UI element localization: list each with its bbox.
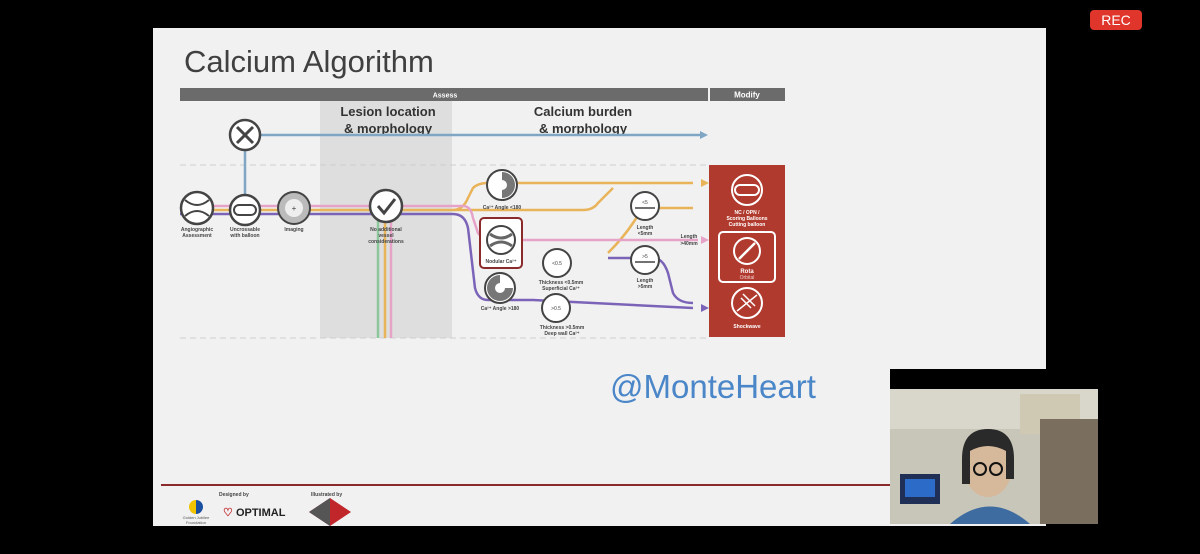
thick-label-1: Thickness >0.5mm [540,325,585,331]
calcium-heading-line1: Calcium burden [534,104,632,119]
len-40-label-2: >40mm [680,241,698,247]
webcam-video-feed[interactable] [890,369,1098,524]
slide-title: Calcium Algorithm [184,44,434,79]
len-long-inner: >5 [642,254,648,260]
orbital-label: Orbital [740,275,755,281]
optimal-logo: ♡ OPTIMAL [223,506,285,519]
checkmark-icon [368,188,404,224]
len-long-label-1: Length [637,278,654,284]
calcium-heading-line2: & morphology [539,121,628,136]
thickness-thick-icon [541,293,571,323]
noadd-label-3: considerations [368,239,404,245]
designed-by-label: Designed by [219,492,249,498]
length-long-icon [630,245,660,275]
modify-header-label: Modify [734,91,760,100]
twitter-handle: @MonteHeart [610,368,816,405]
nodular-label: Nodular Ca²⁺ [486,259,517,265]
nc-label-3: Cutting balloon [729,222,766,228]
thin-label-2: Superficial Ca²⁺ [542,286,580,292]
recording-indicator: REC [1090,10,1142,30]
len-long-label-2: >5mm [638,284,653,290]
thin-label-1: Thickness <0.5mm [539,280,584,286]
len-short-label-2: <5mm [638,231,653,237]
angio-label-2: Assessment [182,233,212,239]
len-short-label-1: Length [637,225,654,231]
nc-label-1: NC / OPN / [734,210,760,216]
calcium-algorithm-diagram: Assess Modify Lesion location & morpholo… [179,88,785,339]
noadd-label-2: vessel [378,233,394,239]
angle-gt180-label: Ca²⁺ Angle >180 [481,306,520,312]
presentation-slide: Calcium Algorithm Assess Modify Lesion l… [153,28,1046,526]
presenter-image [890,389,1098,524]
modify-header-bar [710,88,785,101]
assess-header-label: Assess [433,93,458,100]
thick-inner-label: >0.5 [551,306,561,312]
rota-label: Rota [740,269,754,275]
shockwave-label: Shockwave [733,324,760,330]
uncrossable-balloon-icon [228,193,262,227]
golden-jubilee-mark-icon [189,500,203,514]
lesion-heading-line1: Lesion location [340,104,435,119]
balloon-option-icon [731,174,763,206]
angiographic-icon [179,190,215,226]
path-purple [180,212,694,310]
footer-rule [161,484,1041,486]
assess-header-bar [180,88,708,101]
optimal-label: OPTIMAL [235,507,286,519]
imaging-label: Imaging [284,227,303,233]
angle-lt180-label: Ca²⁺ Angle <180 [483,205,522,211]
lesion-heading-line2: & morphology [344,121,433,136]
heart-icon: ♡ [223,507,233,519]
presenter-video [890,389,1098,524]
rota-option-box [718,231,776,283]
angio-label-1: Angiographic [181,227,213,233]
illustrator-logo-icon [309,498,351,526]
len-short-inner: <5 [642,200,648,206]
uncross-label-1: Uncrossable [230,227,260,233]
length-short-icon [630,191,660,221]
golden-jubilee-logo: Golden Jubilee Foundation [179,500,213,525]
gjf-label-1: Golden Jubilee [182,515,210,520]
nodular-icon [486,225,516,255]
uncross-label-2: with balloon [229,233,259,239]
thick-label-2: Deep wall Ca²⁺ [544,331,580,337]
nc-label-2: Scoring Balloons [726,216,767,222]
len-40-label-1: Length [681,234,698,240]
thickness-thin-icon [542,248,572,278]
svg-text:+: + [292,204,297,213]
illustrated-by-label: Illustrated by [311,492,343,498]
thin-inner-label: <0.5 [552,261,562,267]
gjf-label-2: Foundation [185,520,206,525]
noadd-label-1: No additional [370,227,402,233]
